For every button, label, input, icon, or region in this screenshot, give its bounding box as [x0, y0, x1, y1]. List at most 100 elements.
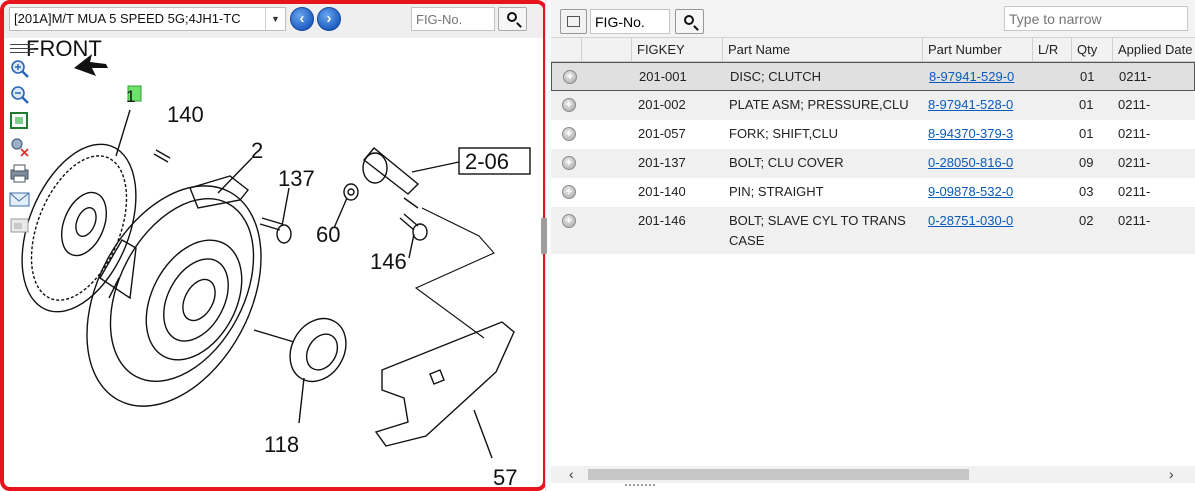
image-icon	[567, 16, 580, 27]
row-applied-date: 0211-	[1118, 97, 1151, 112]
row-part-number-link[interactable]: 8-97941-528-0	[928, 97, 1014, 112]
row-qty: 02	[1079, 213, 1094, 228]
horizontal-scrollbar[interactable]: ‹ ›	[551, 466, 1195, 483]
callout-140[interactable]: 140	[167, 102, 204, 127]
fit-icon[interactable]	[8, 110, 32, 132]
header-qty[interactable]: Qty	[1072, 38, 1113, 62]
parts-grid-header: FIGKEY Part Name Part Number L/R Qty App…	[551, 38, 1195, 62]
row-qty: 03	[1079, 184, 1094, 199]
callout-60[interactable]: 60	[316, 222, 340, 247]
expand-icon[interactable]: +	[562, 156, 576, 170]
row-part-name: PLATE ASM; PRESSURE,CLU	[729, 97, 909, 112]
row-qty: 09	[1079, 155, 1094, 170]
row-qty: 01	[1079, 126, 1094, 141]
chevron-right-icon: ›	[326, 10, 332, 27]
next-figure-button[interactable]: ›	[317, 7, 341, 31]
row-part-number-link[interactable]: 0-28751-030-0	[928, 213, 1014, 228]
row-part-name: BOLT; SLAVE CYL TO TRANS CASE	[729, 213, 906, 248]
row-part-number-link[interactable]: 9-09878-532-0	[928, 184, 1014, 199]
callout-1[interactable]: 1	[126, 87, 135, 106]
row-part-name: BOLT; CLU COVER	[729, 155, 844, 170]
selected-part-marker[interactable]	[127, 85, 142, 102]
print-icon[interactable]	[8, 162, 32, 184]
zoom-in-icon[interactable]	[8, 58, 32, 80]
parts-search-button[interactable]	[675, 9, 704, 34]
illustration-panel: [201A]M/T MUA 5 SPEED 5G;4JH1-TC ▼ ‹ ›	[0, 0, 547, 491]
release-bearing-shape[interactable]	[279, 308, 357, 391]
front-arrow-icon	[74, 54, 108, 76]
row-figkey: 201-137	[638, 155, 686, 170]
callout-137[interactable]: 137	[278, 166, 315, 191]
callout-118[interactable]: 118	[264, 432, 299, 457]
scroll-right-icon[interactable]: ›	[1169, 466, 1174, 482]
expand-icon[interactable]: +	[562, 127, 576, 141]
ref-box	[458, 147, 531, 175]
parts-list-panel: FIGKEY Part Name Part Number L/R Qty App…	[551, 0, 1195, 491]
row-part-number-link[interactable]: 8-97941-529-0	[929, 69, 1015, 84]
row-figkey: 201-140	[638, 184, 686, 199]
clutch-disc-shape[interactable]	[4, 128, 158, 329]
chevron-left-icon: ‹	[299, 10, 305, 27]
callout-2-06[interactable]: 2-06	[465, 149, 509, 174]
illustration-toolbar: [201A]M/T MUA 5 SPEED 5G;4JH1-TC ▼ ‹ ›	[4, 4, 543, 38]
table-row[interactable]: +201-140 PIN; STRAIGHT 9-09878-532-0 03 0211…	[551, 178, 1195, 207]
fig-number-field[interactable]	[590, 9, 670, 34]
shift-fork-shape[interactable]	[374, 321, 515, 447]
row-applied-date: 0211-	[1119, 69, 1152, 84]
zoom-out-icon[interactable]	[8, 84, 32, 106]
header-part-number[interactable]: Part Number	[923, 38, 1033, 62]
row-qty: 01	[1080, 69, 1095, 84]
mail-icon[interactable]	[8, 188, 32, 210]
expand-icon[interactable]: +	[563, 70, 577, 84]
fig-search-button[interactable]	[498, 7, 527, 31]
previous-figure-button[interactable]: ‹	[290, 7, 314, 31]
table-row[interactable]: +201-137 BOLT; CLU COVER 0-28050-816-0 09 02…	[551, 149, 1195, 178]
row-qty: 01	[1079, 97, 1094, 112]
chevron-down-icon: ▼	[265, 8, 285, 30]
figure-select-value: [201A]M/T MUA 5 SPEED 5G;4JH1-TC	[14, 11, 241, 26]
splitter-handle[interactable]	[541, 218, 547, 254]
header-part-name[interactable]: Part Name	[723, 38, 923, 62]
callout-57[interactable]: 57	[493, 465, 517, 487]
header-blank-column	[582, 38, 632, 62]
expand-icon[interactable]: +	[562, 98, 576, 112]
image-icon[interactable]	[8, 214, 32, 236]
callout-2[interactable]: 2	[251, 138, 263, 163]
parts-toolbar	[551, 0, 1195, 38]
show-image-button[interactable]	[560, 9, 587, 34]
row-applied-date: 0211-	[1118, 184, 1151, 199]
expand-icon[interactable]: +	[562, 185, 576, 199]
row-figkey: 201-001	[639, 69, 687, 84]
row-applied-date: 0211-	[1118, 213, 1151, 228]
front-label: FRONT	[26, 38, 102, 61]
figure-select[interactable]: [201A]M/T MUA 5 SPEED 5G;4JH1-TC ▼	[9, 7, 286, 31]
row-part-name: PIN; STRAIGHT	[729, 184, 824, 199]
fig-number-input[interactable]	[411, 7, 495, 31]
header-applied-date[interactable]: Applied Date	[1118, 42, 1193, 57]
row-figkey: 201-057	[638, 126, 686, 141]
clear-search-icon[interactable]	[8, 136, 32, 158]
pressure-plate-shape[interactable]	[51, 156, 296, 436]
callout-146[interactable]: 146	[370, 249, 407, 274]
row-applied-date: 0211-	[1118, 126, 1151, 141]
header-expand-column	[551, 38, 582, 62]
search-icon	[507, 12, 517, 22]
row-part-number-link[interactable]: 8-94370-379-3	[928, 126, 1014, 141]
table-row[interactable]: +201-002 PLATE ASM; PRESSURE,CLU 8-97941-5…	[551, 91, 1195, 120]
scrollbar-thumb[interactable]	[588, 469, 969, 480]
header-figkey[interactable]: FIGKEY	[632, 38, 723, 62]
expand-icon[interactable]: +	[562, 214, 576, 228]
exploded-parts-drawing: FRONT 1 140 2 137 2-06 60 146 118 57	[4, 38, 531, 487]
scroll-left-icon[interactable]: ‹	[569, 466, 574, 482]
row-applied-date: 0211-	[1118, 155, 1151, 170]
row-figkey: 201-002	[638, 97, 686, 112]
header-lr[interactable]: L/R	[1033, 38, 1072, 62]
search-icon	[684, 15, 694, 25]
row-part-number-link[interactable]: 0-28050-816-0	[928, 155, 1014, 170]
menu-icon[interactable]	[10, 44, 34, 56]
resize-grip[interactable]	[625, 484, 655, 489]
narrow-filter-input[interactable]	[1004, 6, 1188, 31]
